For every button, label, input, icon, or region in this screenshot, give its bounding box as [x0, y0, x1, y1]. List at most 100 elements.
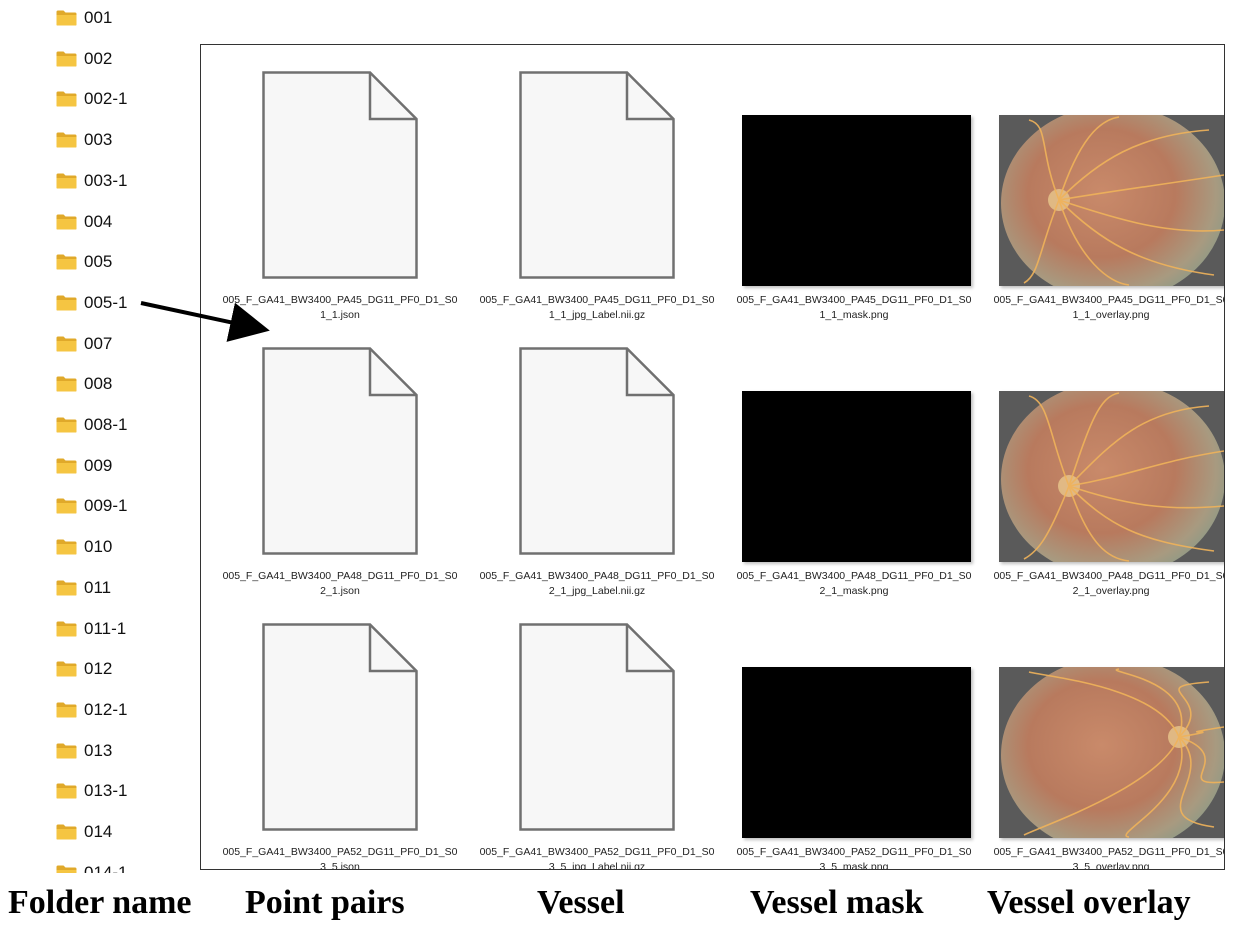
- folder-icon: [56, 539, 77, 555]
- mask-thumbnail: [742, 391, 971, 562]
- file-name-line: 005_F_GA41_BW3400_PA52_DG11_PF0_D1_S0: [222, 846, 458, 858]
- doc-file-item[interactable]: 005_F_GA41_BW3400_PA45_DG11_PF0_D1_S0 1_1…: [466, 57, 716, 321]
- folder-item[interactable]: 014-1: [56, 861, 127, 873]
- folder-item[interactable]: 005-1: [56, 291, 127, 315]
- folder-label: 014-1: [84, 862, 128, 873]
- folder-icon: [56, 295, 77, 311]
- folder-item[interactable]: 002-1: [56, 87, 127, 111]
- file-name: 005_F_GA41_BW3400_PA45_DG11_PF0_D1_S0 1_1…: [980, 293, 1225, 323]
- folder-label: 002-1: [84, 89, 128, 109]
- caption-vessel-overlay: Vessel overlay: [987, 884, 1191, 921]
- folder-item[interactable]: 014: [56, 820, 112, 844]
- doc-file-item[interactable]: 005_F_GA41_BW3400_PA48_DG11_PF0_D1_S0 2_1…: [466, 333, 716, 597]
- folder-icon: [56, 580, 77, 596]
- file-name-line: 1_1.json: [320, 309, 360, 321]
- folder-item[interactable]: 010: [56, 535, 112, 559]
- file-name-line: 005_F_GA41_BW3400_PA48_DG11_PF0_D1_S0: [222, 570, 458, 582]
- file-name: 005_F_GA41_BW3400_PA48_DG11_PF0_D1_S0 2_1…: [466, 569, 728, 599]
- folder-icon: [56, 458, 77, 474]
- file-name-line: 005_F_GA41_BW3400_PA48_DG11_PF0_D1_S0: [479, 570, 715, 582]
- mask-thumbnail: [742, 115, 971, 286]
- folder-item[interactable]: 008: [56, 372, 112, 396]
- folder-label: 001: [84, 8, 113, 27]
- blank-file-icon: [519, 347, 675, 555]
- file-name: 005_F_GA41_BW3400_PA45_DG11_PF0_D1_S0 1_1…: [209, 293, 471, 323]
- folder-icon: [56, 661, 77, 677]
- folder-label: 003: [84, 130, 113, 150]
- folder-item[interactable]: 009: [56, 454, 112, 478]
- folder-icon: [56, 214, 77, 230]
- folder-icon: [56, 132, 77, 148]
- file-name-line: 2_1_jpg_Label.nii.gz: [548, 585, 646, 597]
- folder-item[interactable]: 004: [56, 210, 112, 234]
- folder-label: 008: [84, 374, 113, 394]
- file-name-line: 1_1_jpg_Label.nii.gz: [548, 309, 646, 321]
- folder-label: 009-1: [84, 496, 128, 516]
- folder-icon: [56, 91, 77, 107]
- file-name-line: 005_F_GA41_BW3400_PA45_DG11_PF0_D1_S0: [479, 294, 715, 306]
- blank-file-icon: [262, 71, 418, 279]
- folder-item[interactable]: 012: [56, 657, 112, 681]
- folder-item[interactable]: 009-1: [56, 494, 127, 518]
- overlay-thumbnail: [999, 391, 1224, 562]
- folder-item[interactable]: 013: [56, 739, 112, 763]
- folder-icon: [56, 498, 77, 514]
- doc-file-item[interactable]: 005_F_GA41_BW3400_PA45_DG11_PF0_D1_S0 1_1…: [209, 57, 459, 321]
- file-pane: 005_F_GA41_BW3400_PA45_DG11_PF0_D1_S0 1_1…: [200, 44, 1225, 870]
- folder-item[interactable]: 011-1: [56, 617, 126, 641]
- folder-label: 008-1: [84, 415, 128, 434]
- file-name-line: 3_5_overlay.png: [1072, 861, 1150, 870]
- file-name: 005_F_GA41_BW3400_PA48_DG11_PF0_D1_S0 2_1…: [980, 569, 1225, 599]
- overlay-file-item[interactable]: 005_F_GA41_BW3400_PA52_DG11_PF0_D1_S0 3_5…: [980, 609, 1224, 869]
- folder-label: 005: [84, 252, 113, 272]
- file-name-line: 005_F_GA41_BW3400_PA52_DG11_PF0_D1_S0: [736, 846, 972, 858]
- folder-item[interactable]: 003-1: [56, 169, 127, 193]
- folder-icon: [56, 824, 77, 840]
- caption-vessel: Vessel: [537, 884, 625, 921]
- file-name-line: 005_F_GA41_BW3400_PA48_DG11_PF0_D1_S0: [993, 570, 1225, 582]
- folder-label: 005-1: [84, 292, 128, 312]
- folder-icon: [56, 621, 77, 637]
- folder-label: 013-1: [84, 781, 128, 801]
- folder-item[interactable]: 001: [56, 6, 112, 30]
- file-name: 005_F_GA41_BW3400_PA45_DG11_PF0_D1_S0 1_1…: [466, 293, 728, 323]
- folder-item[interactable]: 013-1: [56, 779, 127, 803]
- file-name-line: 005_F_GA41_BW3400_PA45_DG11_PF0_D1_S0: [222, 294, 458, 306]
- folder-item[interactable]: 002: [56, 47, 112, 71]
- overlay-thumbnail: [999, 667, 1224, 838]
- file-name-line: 2_1_overlay.png: [1072, 585, 1150, 597]
- folder-label: 009: [84, 455, 113, 475]
- file-name-line: 1_1_overlay.png: [1072, 309, 1150, 321]
- folder-item[interactable]: 008-1: [56, 413, 127, 437]
- folder-label: 011-1: [84, 618, 127, 638]
- folder-label: 014: [84, 822, 113, 841]
- folder-icon: [56, 254, 77, 270]
- folder-icon: [56, 865, 77, 873]
- file-name-line: 005_F_GA41_BW3400_PA45_DG11_PF0_D1_S0: [993, 294, 1225, 306]
- folder-icon: [56, 702, 77, 718]
- file-name-line: 2_1_mask.png: [819, 585, 889, 597]
- blank-file-icon: [519, 623, 675, 831]
- overlay-file-item[interactable]: 005_F_GA41_BW3400_PA48_DG11_PF0_D1_S0 2_1…: [980, 333, 1224, 597]
- folder-item[interactable]: 007: [56, 332, 112, 356]
- folder-item[interactable]: 012-1: [56, 698, 127, 722]
- overlay-thumbnail: [999, 115, 1224, 286]
- folder-item[interactable]: 005: [56, 250, 112, 274]
- folder-label: 011: [84, 577, 112, 597]
- folder-item[interactable]: 011: [56, 576, 111, 600]
- overlay-file-item[interactable]: 005_F_GA41_BW3400_PA45_DG11_PF0_D1_S0 1_1…: [980, 57, 1224, 321]
- caption-vessel-mask: Vessel mask: [750, 884, 924, 921]
- file-name-line: 005_F_GA41_BW3400_PA52_DG11_PF0_D1_S0: [993, 846, 1225, 858]
- folder-icon: [56, 417, 77, 433]
- caption-folder-name: Folder name: [8, 884, 192, 921]
- folder-item[interactable]: 003: [56, 128, 112, 152]
